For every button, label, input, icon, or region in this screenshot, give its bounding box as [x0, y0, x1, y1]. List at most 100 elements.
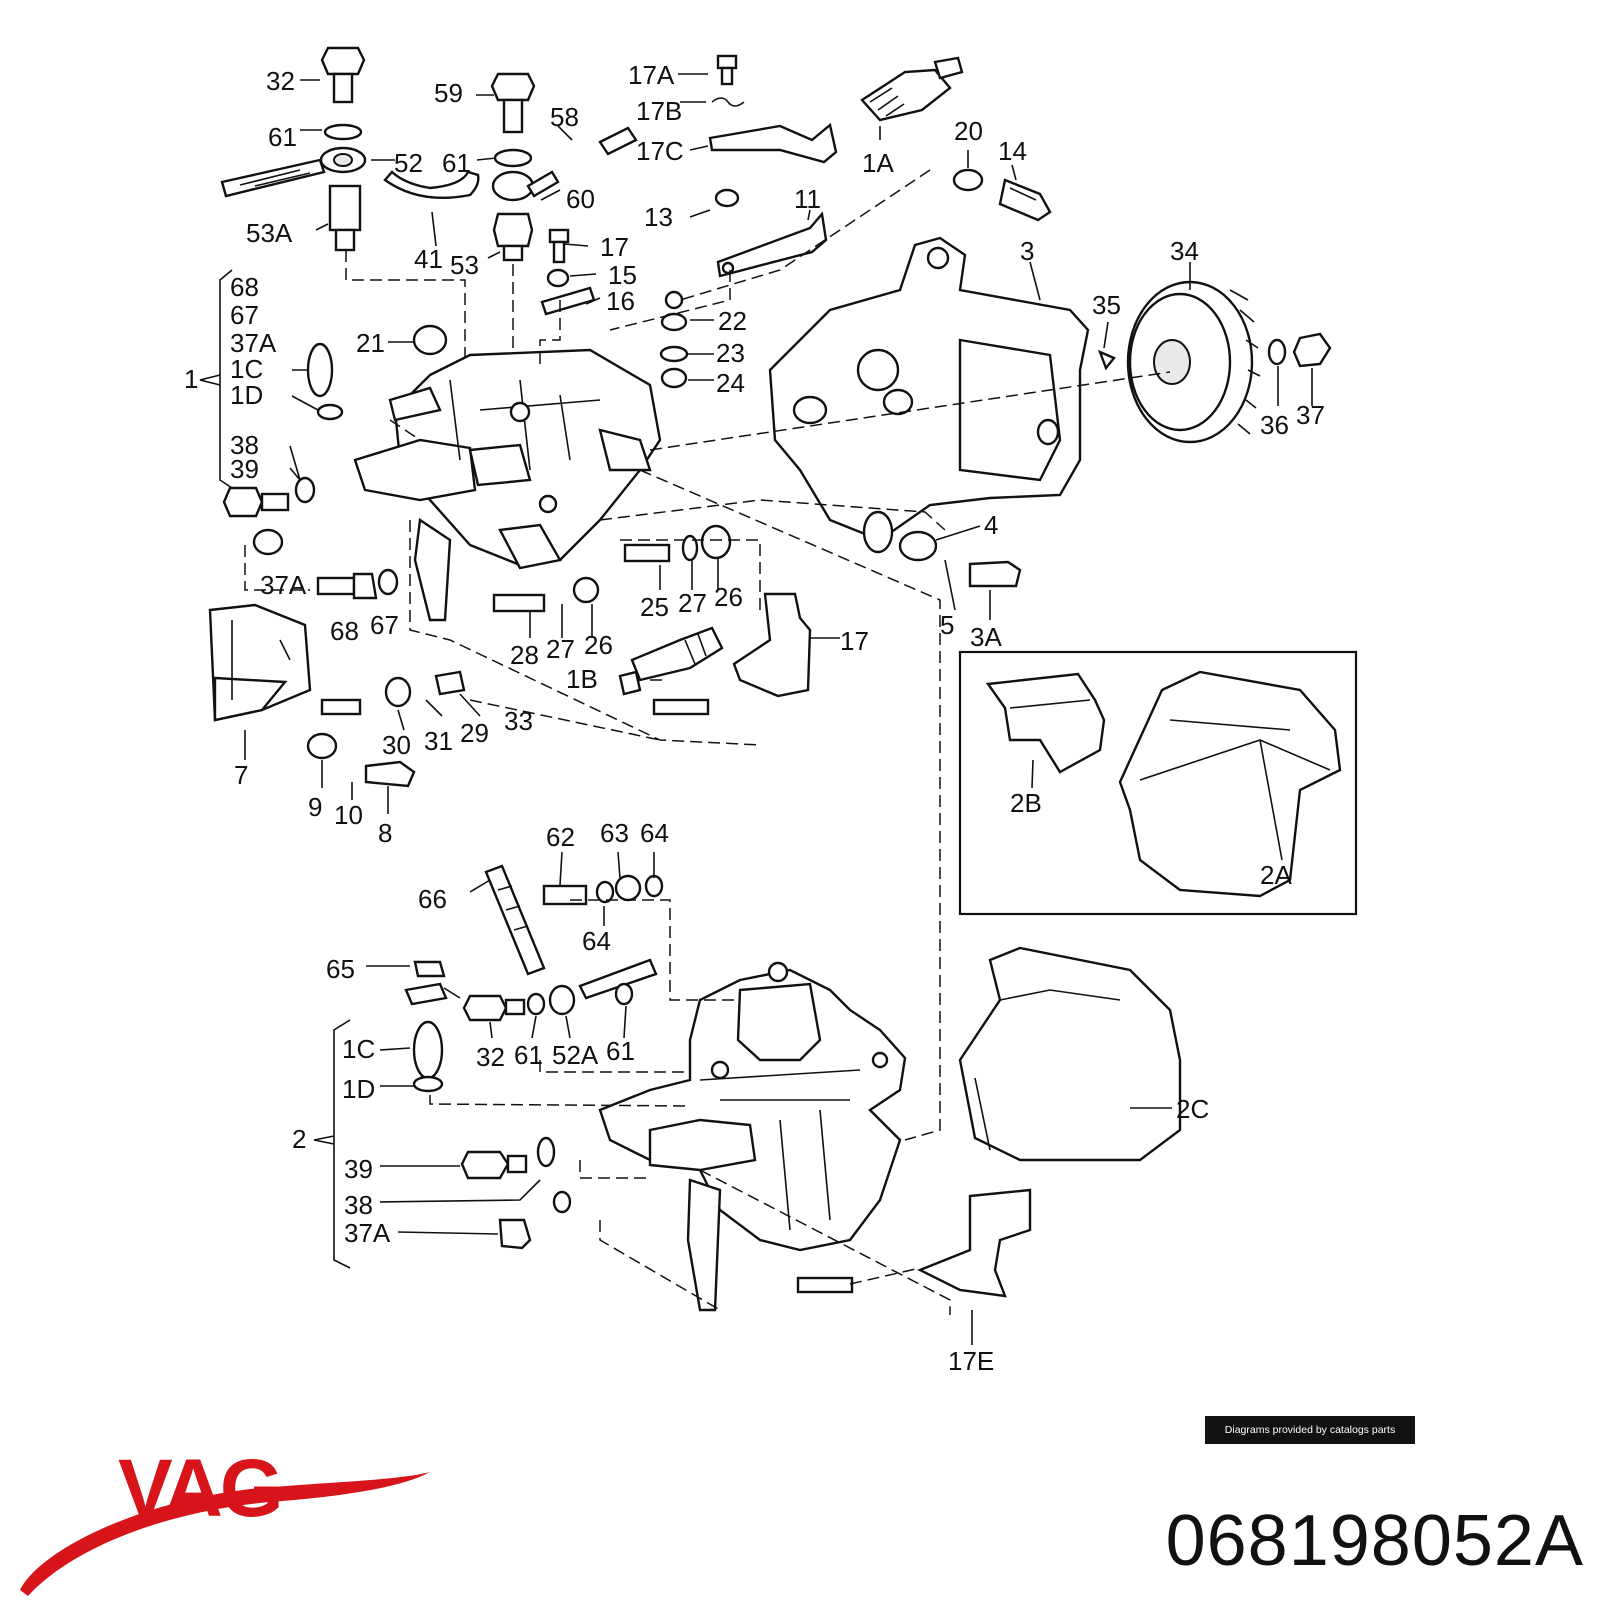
callout-label: 9: [308, 792, 322, 822]
callout-label: 65: [326, 954, 355, 984]
callout-label: 34: [1170, 236, 1199, 266]
callout-label: 10: [334, 800, 363, 830]
callout-label: 68: [230, 272, 259, 302]
callout-label: 35: [1092, 290, 1121, 320]
callout-label: 63: [600, 818, 629, 848]
callout-label: 29: [460, 718, 489, 748]
callout-label: 2A: [1260, 860, 1292, 890]
callout-label: 37: [1296, 400, 1325, 430]
callout-label: 33: [504, 706, 533, 736]
callout-label: 62: [546, 822, 575, 852]
logo-wordmark: VAG: [118, 1443, 281, 1534]
callout-label: 31: [424, 726, 453, 756]
callout-label: 3: [1020, 236, 1034, 266]
callout-label: 64: [640, 818, 669, 848]
callout-label: 53A: [246, 218, 293, 248]
callout-label: 20: [954, 116, 983, 146]
callout-label: 39: [344, 1154, 373, 1184]
cover-inset-frame: [958, 650, 1358, 916]
parts-21-22-23-24: [412, 290, 689, 389]
callout-label: 15: [608, 260, 637, 290]
callout-label: 1D: [230, 380, 263, 410]
vag-logo: VAG: [20, 1443, 430, 1596]
callout-label: 13: [644, 202, 673, 232]
bolts-mid: [222, 476, 1022, 613]
callout-label: 60: [566, 184, 595, 214]
callout-label: 17: [600, 232, 629, 262]
callout-label: 61: [514, 1040, 543, 1070]
callout-label: 59: [434, 78, 463, 108]
callout-label: 14: [998, 136, 1027, 166]
callout-label: 27: [678, 588, 707, 618]
callout-label: 2: [292, 1124, 306, 1154]
callout-label: 32: [476, 1042, 505, 1072]
pump-housing-3: [768, 236, 1090, 554]
callout-label: 37A: [344, 1218, 391, 1248]
callout-label: 26: [714, 582, 743, 612]
callout-label: 7: [234, 760, 248, 790]
callout-label: 37A: [260, 570, 307, 600]
callout-label: 11: [794, 184, 821, 214]
screws-15-16-17: [540, 228, 596, 316]
callout-label: 25: [640, 592, 669, 622]
callout-label: 61: [606, 1036, 635, 1066]
callout-label: 37A: [230, 328, 277, 358]
callout-label: 41: [414, 244, 443, 274]
callout-label: 52A: [552, 1040, 599, 1070]
bracket-7: [208, 603, 466, 788]
callout-label: 61: [442, 148, 471, 178]
sprocket-34: [1097, 280, 1332, 444]
banjo-bolt-59: [490, 72, 560, 262]
valve-20-14: [952, 168, 1052, 222]
valve-1A: [860, 56, 964, 122]
callout-label: 30: [382, 730, 411, 760]
callout-label: 2B: [1010, 788, 1042, 818]
callout-label: 1B: [566, 664, 598, 694]
fuel-line: [220, 126, 638, 200]
callout-label: 38: [344, 1190, 373, 1220]
callout-label: 66: [418, 884, 447, 914]
exploded-parts-diagram: 32 59 17A 17B 17C 58 61 52 61 1A 20 14 6…: [184, 46, 1358, 1376]
callout-label: 17E: [948, 1346, 994, 1376]
callout-label: 1C: [342, 1034, 375, 1064]
callout-label: 67: [230, 300, 259, 330]
banjo-bolt-32: [319, 46, 367, 252]
callout-label: 17B: [636, 96, 682, 126]
callout-label: 16: [606, 286, 635, 316]
callout-label: 61: [268, 122, 297, 152]
logo-swoosh: [20, 1472, 430, 1596]
screw-17A-bracket: [708, 54, 838, 164]
diagram-credit-badge: Diagrams provided by catalogs parts: [1205, 1416, 1415, 1444]
callout-labels: 32 59 17A 17B 17C 58 61 52 61 1A 20 14 6…: [184, 60, 1325, 1376]
injection-pump-upper: [306, 342, 662, 622]
callout-label: 26: [584, 630, 613, 660]
callout-label: 17C: [636, 136, 684, 166]
callout-label: 21: [356, 328, 385, 358]
callout-label: 22: [718, 306, 747, 336]
lower-fittings: [404, 864, 664, 1250]
callout-label: 1A: [862, 148, 894, 178]
callout-label: 52: [394, 148, 423, 178]
callout-label: 64: [582, 926, 611, 956]
assembly-lines: [199, 73, 1313, 1345]
callout-label: 3A: [970, 622, 1002, 652]
callout-label: 32: [266, 66, 295, 96]
callout-label: 17: [840, 626, 869, 656]
callout-label: 27: [546, 634, 575, 664]
callout-label: 2C: [1176, 1094, 1209, 1124]
callout-label: 39: [230, 454, 259, 484]
valve-1B: [618, 592, 812, 716]
callout-label: 36: [1260, 410, 1289, 440]
callout-label: 23: [716, 338, 745, 368]
callout-label: 8: [378, 818, 392, 848]
callout-label: 1C: [230, 354, 263, 384]
part-number: 068198052A: [1165, 1501, 1584, 1581]
callout-label: 17A: [628, 60, 675, 90]
callout-label: 24: [716, 368, 745, 398]
callout-label: 1: [184, 364, 198, 394]
callout-label: 58: [550, 102, 579, 132]
callout-label: 5: [940, 610, 954, 640]
bracket-11-13: [714, 188, 828, 278]
callout-label: 68: [330, 616, 359, 646]
callout-label: 38: [230, 430, 259, 460]
